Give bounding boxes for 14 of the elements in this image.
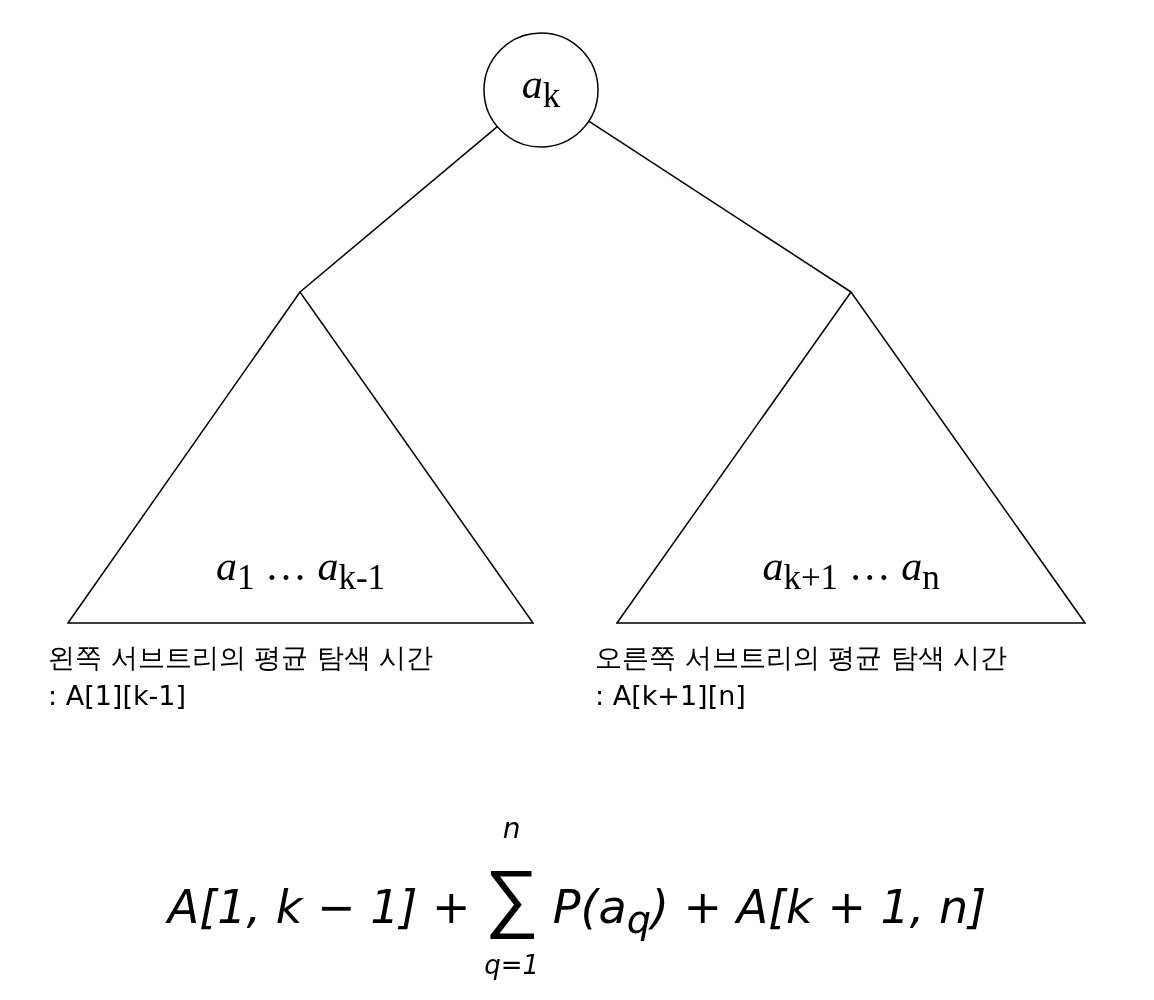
caption-text: : A[k+1][n] bbox=[595, 680, 746, 711]
caption-text: : A[1][k-1] bbox=[48, 680, 187, 711]
sum-symbol: ∑ bbox=[484, 852, 539, 941]
formula-text: q=1 bbox=[484, 950, 540, 980]
caption-text: 오른쪽 서브트리의 평균 탐색 시간 bbox=[595, 641, 1008, 675]
formula-text: n bbox=[502, 812, 521, 845]
formula-text: P(a$_{q}$) + A[k + 1, n] bbox=[552, 880, 987, 943]
node-label: a$_{k}$ bbox=[520, 60, 562, 117]
tree-edge bbox=[588, 120, 852, 293]
caption-text: 왼쪽 서브트리의 평균 탐색 시간 bbox=[48, 641, 434, 675]
subtree-label: a$_{k+1}$ … a$_{n}$ bbox=[761, 542, 941, 599]
tree-edge bbox=[299, 125, 499, 293]
subtree-label: a$_{1}$ … a$_{k-1}$ bbox=[214, 542, 387, 599]
formula-text: A[1, k − 1] + bbox=[167, 880, 471, 934]
